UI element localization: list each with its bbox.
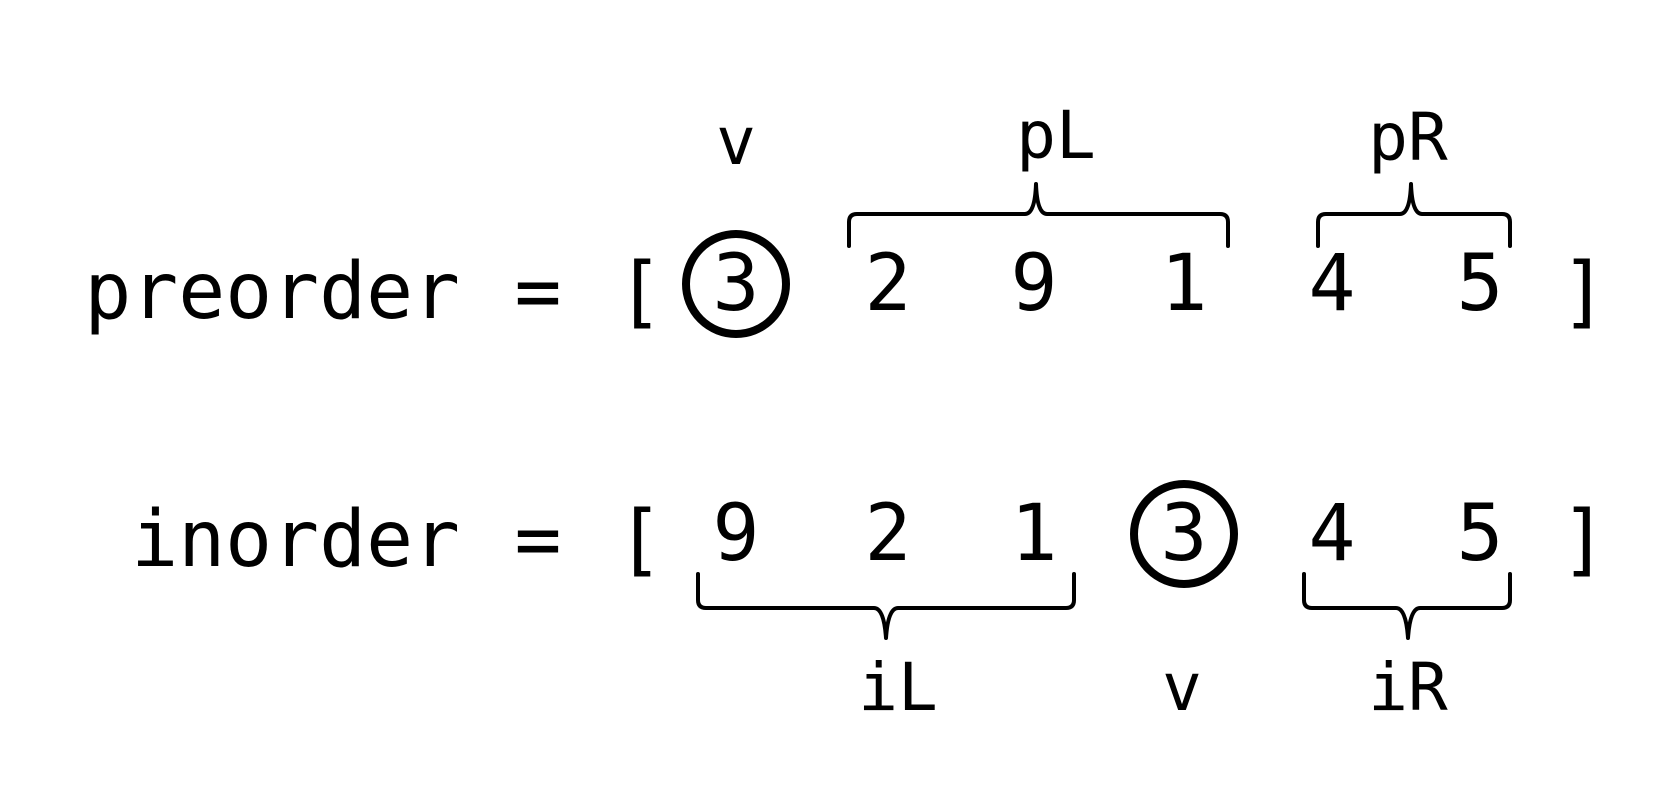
preorder-name: preorder (84, 247, 460, 337)
preorder-value-4: 4 (1309, 239, 1356, 329)
inorder-left-label: iL (858, 649, 937, 726)
preorder-left-label: pL (1016, 97, 1095, 174)
inorder-root-circle (1130, 480, 1238, 588)
inorder-close-bracket: ] (1561, 495, 1608, 585)
preorder-value-2: 9 (1011, 239, 1058, 329)
inorder-right-label: iR (1368, 649, 1448, 726)
inorder-left-brace (696, 572, 1076, 640)
inorder-open-bracket: [ (617, 495, 664, 585)
preorder-left-brace (847, 182, 1230, 248)
inorder-value-2: 1 (1011, 489, 1058, 579)
inorder-equals: = (515, 495, 562, 585)
inorder-name: inorder (131, 495, 460, 585)
inorder-value-1: 2 (865, 489, 912, 579)
preorder-row: preorder = [ 3 2 9 1 4 5 ] v pL pR (84, 97, 1608, 338)
inorder-row: inorder = [ 9 2 1 3 4 5 ] iL v iR (131, 480, 1608, 726)
preorder-root-label: v (716, 103, 756, 180)
inorder-value-4: 4 (1309, 489, 1356, 579)
preorder-equals: = (515, 247, 562, 337)
preorder-open-bracket: [ (617, 247, 664, 337)
preorder-value-5: 5 (1457, 239, 1504, 329)
preorder-close-bracket: ] (1561, 247, 1608, 337)
inorder-value-0: 9 (713, 489, 760, 579)
inorder-value-3: 3 (1161, 489, 1208, 579)
inorder-value-5: 5 (1457, 489, 1504, 579)
preorder-right-label: pR (1368, 99, 1448, 176)
preorder-value-1: 2 (865, 239, 912, 329)
inorder-right-brace (1302, 572, 1512, 640)
preorder-right-brace (1316, 182, 1512, 248)
inorder-root-label: v (1162, 649, 1202, 726)
preorder-root-circle (682, 230, 790, 338)
preorder-value-0: 3 (713, 239, 760, 329)
preorder-value-3: 1 (1161, 239, 1208, 329)
